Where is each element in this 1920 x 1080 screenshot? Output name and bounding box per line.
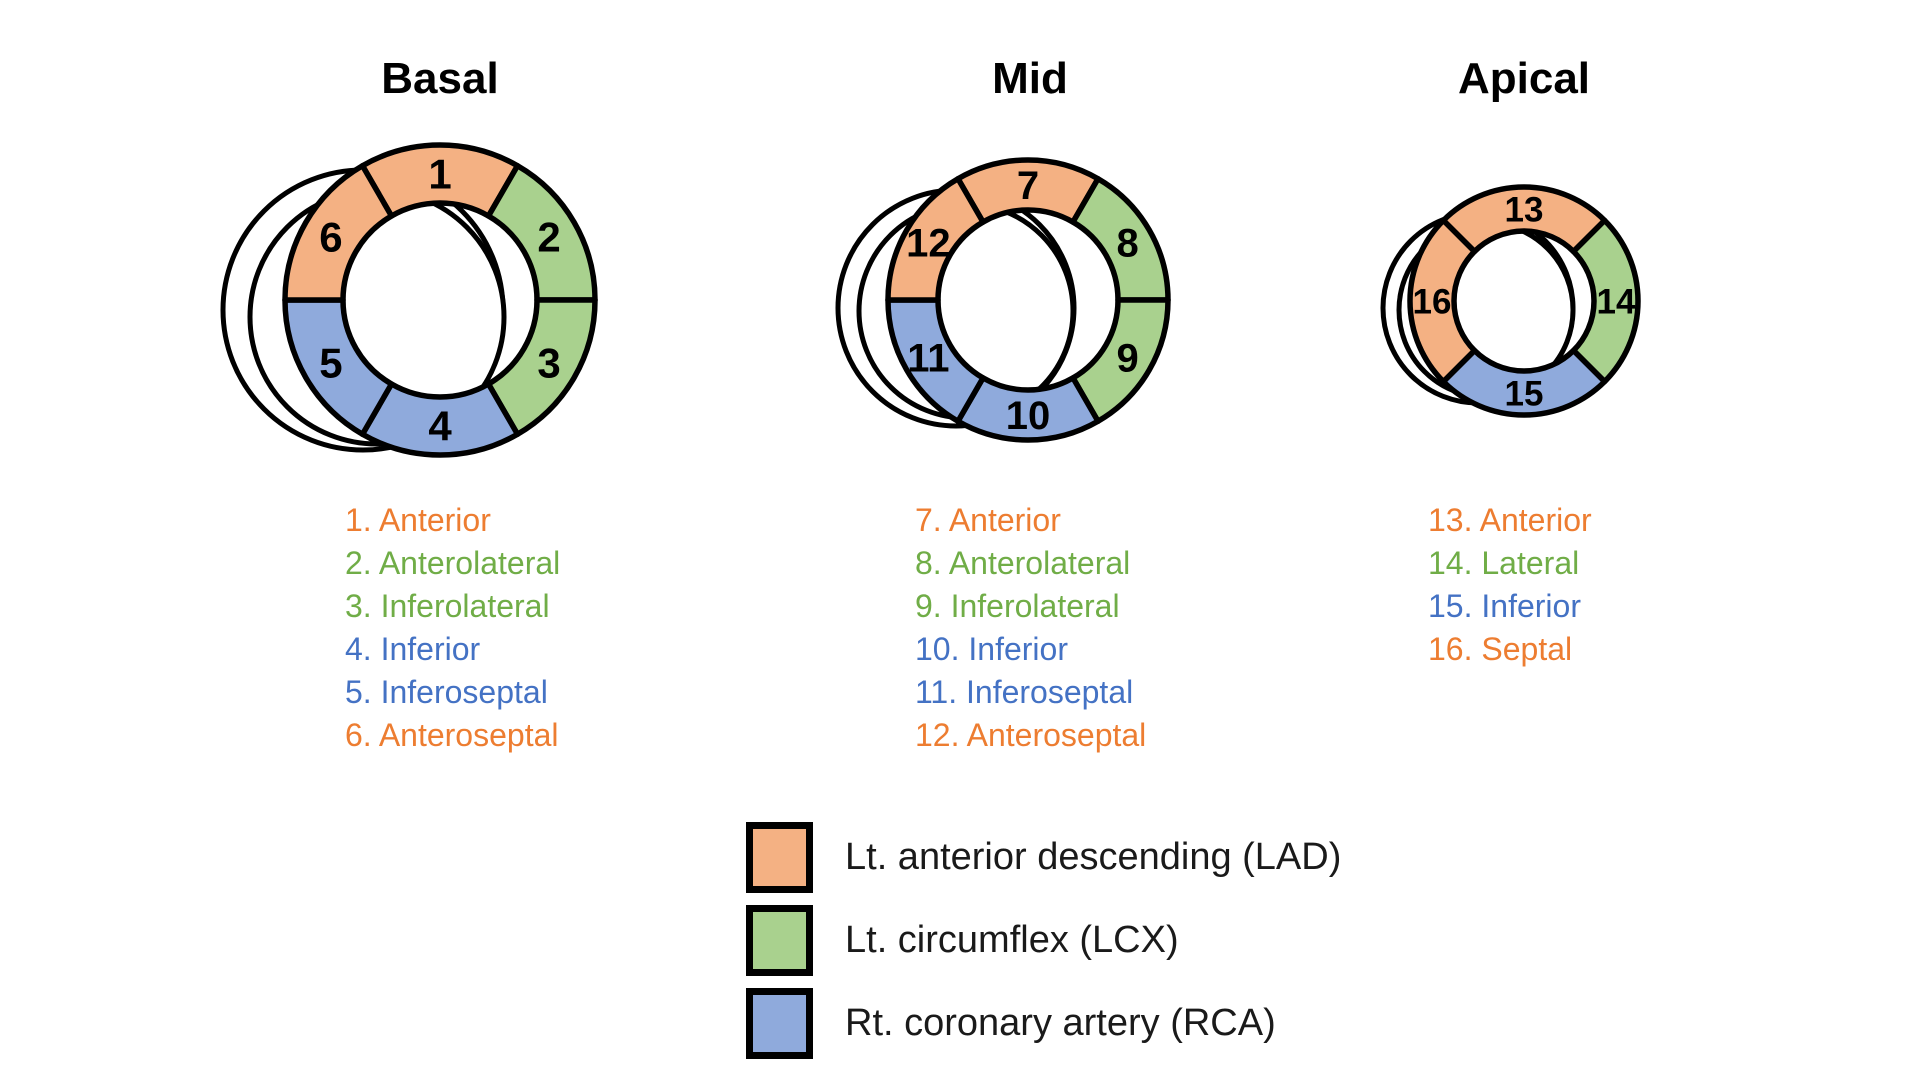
segment-number-11: 11 [907, 337, 949, 381]
segment-15 [1440, 347, 1608, 418]
segment-label-7: 7. Anterior [915, 502, 1061, 538]
segment-number-2: 2 [537, 214, 560, 261]
segment-label-2: 2. Anterolateral [345, 545, 561, 581]
segment-number-12: 12 [906, 222, 951, 266]
segment-label-9: 9. Inferolateral [915, 588, 1120, 624]
segment-label-8: 8. Anterolateral [915, 545, 1131, 581]
segment-number-4: 4 [428, 403, 452, 450]
segment-label-11: 11. Inferoseptal [915, 674, 1134, 710]
segment-12 [885, 176, 986, 303]
segment-6 [282, 163, 395, 303]
segment-number-3: 3 [537, 340, 560, 387]
segment-label-3: 3. Inferolateral [345, 588, 550, 624]
segment-label-16: 16. Septal [1428, 631, 1573, 667]
segment-16 [1407, 217, 1478, 385]
legend-swatch-lad [746, 822, 813, 893]
segment-number-8: 8 [1116, 222, 1138, 266]
segment-number-14: 14 [1597, 282, 1636, 321]
ring-title-apical: Apical [1457, 54, 1591, 103]
segment-label-5: 5. Inferoseptal [345, 674, 548, 710]
legend-row-lad: Lt. anterior descending (LAD) [746, 822, 1341, 893]
legend-swatch-lcx [746, 905, 813, 976]
legend-swatch-rca [746, 988, 813, 1059]
segment-number-9: 9 [1116, 337, 1138, 381]
legend-label-rca: Rt. coronary artery (RCA) [845, 1002, 1276, 1044]
segment-number-7: 7 [1017, 164, 1039, 208]
legend-row-rca: Rt. coronary artery (RCA) [746, 988, 1276, 1059]
segment-number-13: 13 [1505, 190, 1544, 229]
segment-label-1: 1. Anterior [345, 502, 491, 538]
segment-label-14: 14. Lateral [1428, 545, 1580, 581]
segment-label-6: 6. Anteroseptal [345, 717, 559, 753]
legend-label-lcx: Lt. circumflex (LCX) [845, 919, 1179, 961]
segment-number-6: 6 [319, 214, 342, 261]
apical-segment-list: 13. Anterior 14. Lateral 15. Inferior 16. S… [1428, 499, 1592, 671]
segment-number-16: 16 [1413, 282, 1452, 321]
apical-ring: 13 14 15 16 [1380, 184, 1641, 418]
segment-14 [1570, 217, 1641, 385]
ring-title-basal: Basal [381, 54, 499, 103]
segment-label-4: 4. Inferior [345, 631, 481, 667]
segment-label-15: 15. Inferior [1428, 588, 1581, 624]
segment-13 [1440, 184, 1608, 255]
segment-label-10: 10. Inferior [915, 631, 1068, 667]
ring-title-mid: Mid [992, 54, 1068, 103]
mid-ring: 7 8 9 10 11 12 [835, 157, 1171, 443]
basal-ring: 1 2 3 4 5 6 [220, 142, 598, 458]
segment-label-12: 12. Anteroseptal [915, 717, 1147, 753]
segment-label-13: 13. Anterior [1428, 502, 1592, 538]
legend-label-lad: Lt. anterior descending (LAD) [845, 836, 1342, 878]
segment-number-10: 10 [1006, 394, 1051, 438]
mid-segment-list: 7. Anterior 8. Anterolateral 9. Inferolate… [915, 499, 1146, 757]
segment-number-1: 1 [428, 151, 451, 198]
segment-number-5: 5 [319, 340, 342, 387]
basal-segment-list: 1. Anterior 2. Anterolateral 3. Inferolate… [345, 499, 560, 757]
legend-row-lcx: Lt. circumflex (LCX) [746, 905, 1179, 976]
segment-number-15: 15 [1505, 374, 1544, 413]
